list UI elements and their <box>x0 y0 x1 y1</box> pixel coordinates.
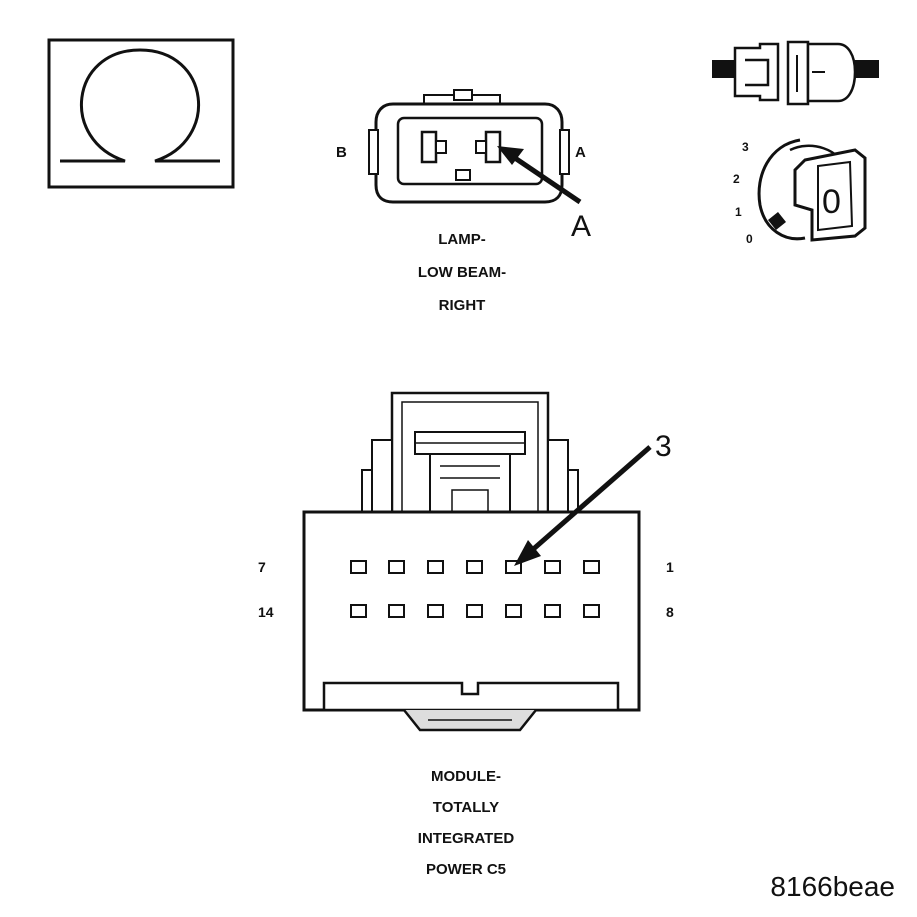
ignition-key-display: 0 <box>822 183 841 221</box>
module-connector <box>302 391 641 732</box>
module-caption-line-3: INTEGRATED <box>418 830 515 847</box>
module-row2-left-label: 14 <box>258 604 274 620</box>
module-row2-right-label: 8 <box>666 604 674 620</box>
module-row1-right-label: 1 <box>666 559 674 575</box>
module-caption-line-4: POWER C5 <box>426 861 506 878</box>
lamp-caption-line-1: LAMP- <box>438 231 486 248</box>
module-pin-14 <box>350 604 367 618</box>
module-pin-5 <box>427 560 444 574</box>
ignition-position-0: 0 <box>746 232 753 246</box>
module-pin-11 <box>466 604 483 618</box>
module-pin-9 <box>544 604 561 618</box>
lamp-connector <box>368 89 570 204</box>
module-pin-12 <box>427 604 444 618</box>
module-caption-line-2: TOTALLY <box>433 799 499 816</box>
disconnected-connector-icon <box>712 40 879 106</box>
lamp-cavity-a-label: A <box>575 144 586 161</box>
omega-icon <box>47 38 235 189</box>
figure-id: 8166beae <box>770 871 895 902</box>
module-row1-left-label: 7 <box>258 559 266 575</box>
module-pin-row-2 <box>350 604 600 618</box>
module-pin-6 <box>388 560 405 574</box>
ignition-position-1: 1 <box>735 205 742 219</box>
ignition-position-3: 3 <box>742 140 749 154</box>
module-pin-1 <box>583 560 600 574</box>
lamp-caption-line-3: RIGHT <box>439 297 486 314</box>
module-caption-line-1: MODULE- <box>431 768 501 785</box>
module-pin-row-1 <box>350 560 600 574</box>
ignition-position-2: 2 <box>733 172 740 186</box>
module-pin-10 <box>505 604 522 618</box>
module-callout-label: 3 <box>655 430 672 463</box>
module-pin-8 <box>583 604 600 618</box>
lamp-pin-b <box>420 130 447 164</box>
module-pin-13 <box>388 604 405 618</box>
lamp-cavity-b-label: B <box>336 144 347 161</box>
lamp-pin-a <box>475 130 502 164</box>
module-pin-7 <box>350 560 367 574</box>
omega-symbol <box>60 48 220 163</box>
ignition-key-icon: 3 2 1 0 0 <box>733 138 867 246</box>
ohmmeter-frame <box>47 38 235 189</box>
lamp-caption-line-2: LOW BEAM- <box>418 264 506 281</box>
module-pin-2 <box>544 560 561 574</box>
lamp-callout-arrow <box>497 146 582 205</box>
module-pin-4 <box>466 560 483 574</box>
lamp-callout-label: A <box>571 210 591 243</box>
module-callout-arrow <box>514 445 652 566</box>
